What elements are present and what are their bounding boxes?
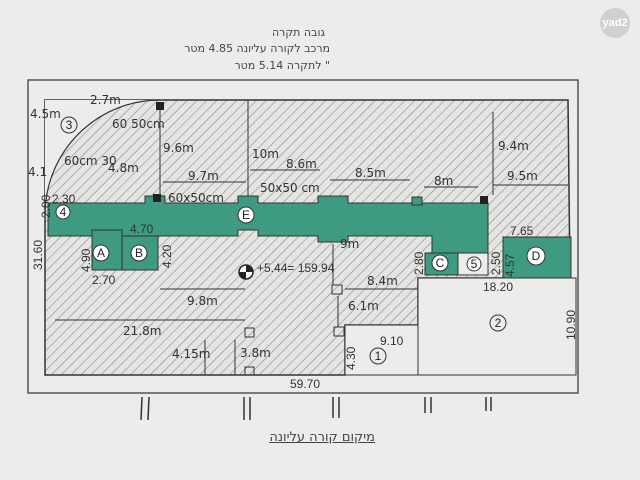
zone-e: E (242, 208, 250, 222)
elevation: +5.44= 159.94 (257, 261, 335, 275)
column (153, 194, 161, 202)
note-beam-height: מרכב לקורה עליונה 4.85 מטר (184, 42, 330, 55)
dim-9-6m: 9.6m (163, 141, 194, 155)
dim-a-height: 4.90 (79, 248, 93, 272)
dim-4-5m: 4.5m (30, 107, 61, 121)
dim-9-5m: 9.5m (507, 169, 538, 183)
dim-lot2-width: 18.20 (483, 280, 513, 294)
dim-lot2-height: 10.90 (564, 310, 578, 340)
dim-d-width: 7.65 (510, 224, 534, 238)
note-ceiling-height: גובה תקרה (271, 26, 325, 39)
column (244, 327, 255, 338)
dim-total-width: 59.70 (290, 377, 320, 391)
zone-2: 2 (495, 316, 502, 330)
lot-2 (417, 277, 577, 376)
note-ceiling-to: " לתקרה 5.14 מטר (234, 59, 330, 72)
dim-10m: 10m (252, 147, 279, 161)
zone-4: 4 (60, 205, 67, 219)
outer-frame (27, 79, 579, 394)
dim-8-6m: 8.6m (286, 157, 317, 171)
note-beam-location: מיקום קורה עליונה (269, 430, 375, 445)
dim-4-15m: 4.15m (172, 347, 210, 361)
zone-b: B (135, 246, 143, 260)
dim-left-top: 2.00 (39, 194, 53, 218)
column (333, 326, 345, 337)
dim-4-1: 4.1 (28, 165, 47, 179)
dim-4-8m: 4.8m (108, 161, 139, 175)
lot-1 (344, 324, 419, 376)
dim-8m: 8m (434, 174, 453, 188)
dimension-lines (55, 100, 568, 375)
dim-total-height: 31.60 (31, 240, 45, 270)
zone-d: D (532, 249, 541, 263)
dim-left-band: 2.30 (52, 192, 76, 206)
column-size-60-50: 60 50cm (112, 117, 165, 131)
dim-8-5m: 8.5m (355, 166, 386, 180)
dim-2-7m: 2.7m (90, 93, 121, 107)
column (156, 102, 164, 110)
dim-8-4m: 8.4m (367, 274, 398, 288)
zone-c: C (436, 256, 445, 270)
dim-a-width: 2.70 (92, 273, 116, 287)
arc-boundary (44, 99, 161, 216)
dim-c-height: 2.80 (412, 251, 426, 275)
dim-3-8m: 3.8m (240, 346, 271, 360)
column (244, 366, 255, 376)
dim-6-1m: 6.1m (348, 299, 379, 313)
yad2-logo: yad2 (600, 8, 630, 38)
column-size-60-30: 60cm 30 (64, 154, 117, 168)
dim-lot1-height: 4.30 (344, 346, 358, 370)
zone-labels: 3 4 A B E C 5 D 2 1 (55, 116, 546, 365)
dim-b-width: 4.70 (130, 222, 154, 236)
dim-lot1-width: 9.10 (380, 334, 404, 348)
dim-5-height: 2.50 (489, 251, 503, 275)
dim-9-8m: 9.8m (187, 294, 218, 308)
dim-9-7m: 9.7m (188, 169, 219, 183)
column (411, 196, 423, 206)
column-size-60x50: 60x50cm (168, 191, 224, 205)
zone-a: A (97, 246, 105, 260)
dim-21-8m: 21.8m (123, 324, 161, 338)
beam-markers (140, 396, 492, 421)
dim-d-height: 4.57 (503, 253, 517, 277)
column (480, 196, 488, 204)
dim-9-4m: 9.4m (498, 139, 529, 153)
column-size-50x50: 50x50 cm (260, 181, 320, 195)
zone-5: 5 (471, 257, 478, 271)
dim-b-height: 4.20 (160, 244, 174, 268)
zone-3: 3 (66, 118, 73, 132)
zone-1: 1 (375, 349, 382, 363)
dim-9m: 9m (340, 237, 359, 251)
column (331, 284, 343, 295)
